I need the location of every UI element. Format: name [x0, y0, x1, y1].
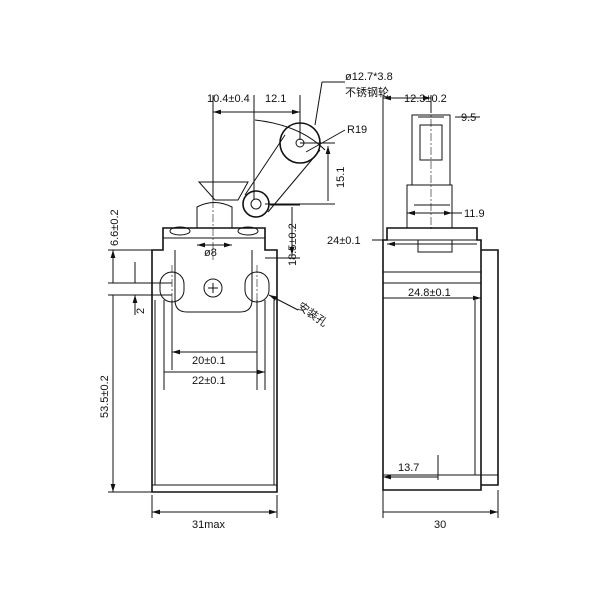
dim-6-6: 6.6±0.2 — [109, 209, 121, 246]
front-view — [108, 81, 346, 518]
dim-18-5: 18.5±0.2 — [287, 223, 299, 266]
roller-material: 不锈钢轮 — [345, 85, 389, 99]
dim-10-4: 10.4±0.4 — [207, 93, 250, 105]
dim-12-1: 12.1 — [265, 93, 286, 105]
dim-24-8: 24.8±0.1 — [408, 287, 451, 299]
dim-24: 24±0.1 — [327, 235, 361, 247]
roller-spec: ø12.7*3.8 — [345, 71, 393, 83]
dimension-labels: ø12.7*3.8 不锈钢轮 10.4±0.4 12.1 R19 15.1 18… — [99, 71, 485, 531]
dim-d8: ø8 — [204, 247, 217, 259]
dim-20: 20±0.1 — [192, 355, 226, 367]
dim-15-1: 15.1 — [335, 167, 347, 188]
dim-11-9: 11.9 — [464, 208, 485, 220]
screw-icon — [203, 278, 223, 298]
side-view — [372, 95, 498, 518]
mount-hole-label: 安装孔 — [295, 299, 330, 329]
dim-2: 2 — [135, 308, 147, 314]
dim-53-5: 53.5±0.2 — [99, 375, 111, 418]
dim-30: 30 — [434, 519, 446, 531]
dim-9-5: 9.5 — [461, 112, 476, 124]
dim-13-7: 13.7 — [398, 462, 419, 474]
dim-22: 22±0.1 — [192, 375, 226, 387]
dim-r19: R19 — [347, 124, 367, 136]
dim-31max: 31max — [192, 519, 226, 531]
dim-12-3: 12.3±0.2 — [404, 93, 447, 105]
